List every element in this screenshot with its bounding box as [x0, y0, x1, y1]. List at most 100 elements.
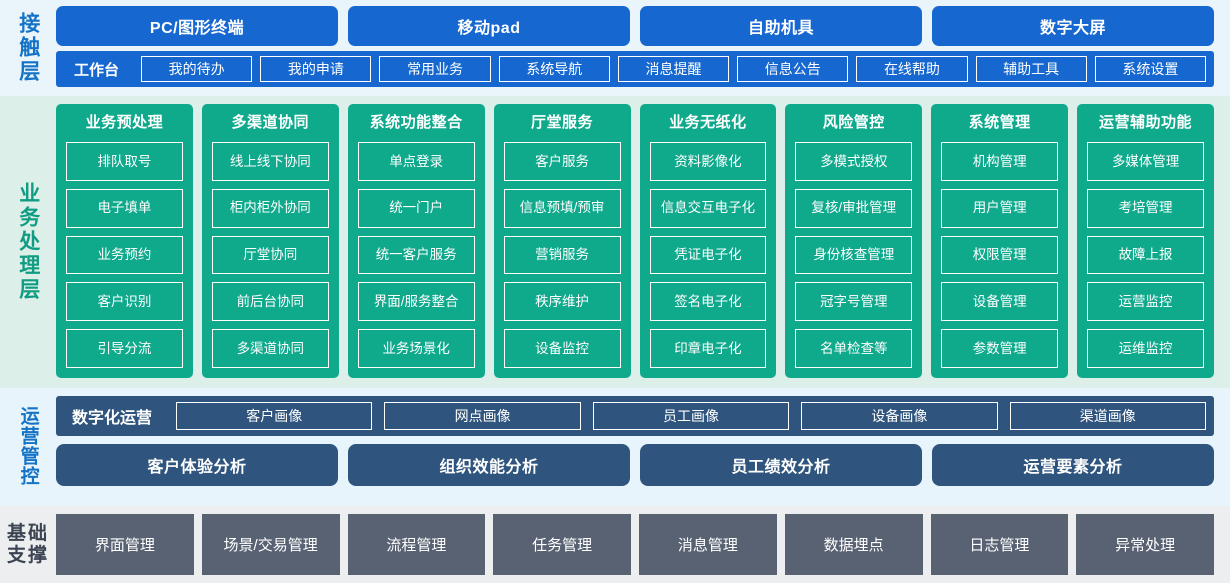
business-item[interactable]: 业务场景化 [357, 329, 475, 368]
business-item[interactable]: 印章电子化 [649, 329, 767, 368]
business-item[interactable]: 身份核查管理 [795, 235, 913, 275]
business-column-title: 风险管控 [822, 114, 885, 131]
workbench-item-my-application[interactable]: 我的申请 [260, 56, 372, 82]
business-item[interactable]: 设备管理 [941, 282, 1059, 322]
touch-layer-body: PC/图形终端 移动pad 自助机具 数字大屏 工作台 我的待办 我的申请 常用… [56, 6, 1230, 90]
business-item[interactable]: 名单检查等 [795, 329, 913, 368]
channel-pill-pc[interactable]: PC/图形终端 [56, 6, 338, 46]
foundation-item-message-management[interactable]: 消息管理 [639, 514, 777, 575]
foundation-item-exception-handling[interactable]: 异常处理 [1076, 514, 1214, 575]
business-column-system-integration: 系统功能整合 单点登录 统一门户 统一客户服务 界面/服务整合 业务场景化 [347, 104, 485, 378]
workbench-item-message-alert[interactable]: 消息提醒 [617, 56, 730, 82]
business-item[interactable]: 考培管理 [1087, 188, 1204, 228]
foundation-item-process-management[interactable]: 流程管理 [347, 514, 486, 575]
business-column-title: 系统功能整合 [369, 114, 463, 131]
business-item[interactable]: 冠字号管理 [795, 282, 913, 322]
digital-operations-bar: 数字化运营 客户画像 网点画像 员工画像 设备画像 渠道画像 [56, 396, 1214, 436]
business-item[interactable]: 机构管理 [941, 142, 1059, 181]
workbench-item-system-settings[interactable]: 系统设置 [1094, 56, 1206, 82]
foundation-item-task-management[interactable]: 任务管理 [493, 514, 631, 575]
business-item[interactable]: 参数管理 [941, 329, 1059, 368]
business-column-title: 系统管理 [968, 114, 1031, 131]
touch-layer-label-text: 接触层 [16, 12, 40, 84]
business-item[interactable]: 权限管理 [941, 235, 1059, 275]
foundation-layer-body: 界面管理 场景/交易管理 流程管理 任务管理 消息管理 数据埋点 日志管理 异常… [56, 514, 1230, 575]
business-column-title: 业务预处理 [85, 114, 164, 131]
business-item[interactable]: 复核/审批管理 [795, 188, 913, 228]
business-item[interactable]: 设备监控 [503, 329, 621, 368]
business-column-preprocessing: 业务预处理 排队取号 电子填单 业务预约 客户识别 引导分流 [56, 104, 193, 378]
operations-layer-label: 运营管控 [0, 396, 56, 496]
business-item[interactable]: 多模式授权 [795, 142, 913, 181]
business-item[interactable]: 故障上报 [1087, 235, 1204, 275]
portrait-employee[interactable]: 员工画像 [592, 402, 790, 430]
business-item[interactable]: 排队取号 [66, 142, 183, 181]
business-column-risk-control: 风险管控 多模式授权 复核/审批管理 身份核查管理 冠字号管理 名单检查等 [785, 104, 923, 378]
business-item[interactable]: 运营监控 [1087, 282, 1204, 322]
business-item[interactable]: 用户管理 [941, 188, 1059, 228]
foundation-layer-label: 基础支撑 [0, 514, 56, 575]
analysis-employee-performance[interactable]: 员工绩效分析 [640, 444, 922, 486]
business-item[interactable]: 资料影像化 [649, 142, 767, 181]
channel-pill-self-service[interactable]: 自助机具 [640, 6, 922, 46]
channel-pill-mobile-pad[interactable]: 移动pad [348, 6, 630, 46]
business-item[interactable]: 引导分流 [66, 329, 183, 368]
business-item[interactable]: 前后台协同 [211, 282, 329, 322]
portrait-branch[interactable]: 网点画像 [384, 402, 581, 430]
analysis-customer-experience[interactable]: 客户体验分析 [56, 444, 338, 486]
business-layer: 业务处理层 业务预处理 排队取号 电子填单 业务预约 客户识别 引导分流 多渠道… [0, 96, 1230, 388]
foundation-layer: 基础支撑 界面管理 场景/交易管理 流程管理 任务管理 消息管理 数据埋点 日志… [0, 506, 1230, 583]
business-item[interactable]: 电子填单 [66, 188, 183, 228]
business-item[interactable]: 多渠道协同 [211, 329, 329, 368]
touch-layer: 接触层 PC/图形终端 移动pad 自助机具 数字大屏 工作台 我的待办 我的申… [0, 0, 1230, 96]
business-item[interactable]: 信息交互电子化 [649, 188, 767, 228]
business-item[interactable]: 界面/服务整合 [357, 282, 475, 322]
channel-row: PC/图形终端 移动pad 自助机具 数字大屏 [56, 6, 1214, 46]
workbench-item-online-help[interactable]: 在线帮助 [856, 56, 968, 82]
analysis-operation-elements[interactable]: 运营要素分析 [932, 444, 1214, 486]
business-column-operation-support: 运营辅助功能 多媒体管理 考培管理 故障上报 运营监控 运维监控 [1077, 104, 1214, 378]
workbench-item-common-business[interactable]: 常用业务 [379, 56, 491, 82]
workbench-item-information-notice[interactable]: 信息公告 [737, 56, 849, 82]
business-item[interactable]: 客户识别 [66, 282, 183, 322]
foundation-item-scenario-transaction[interactable]: 场景/交易管理 [201, 514, 340, 575]
foundation-item-ui-management[interactable]: 界面管理 [56, 514, 194, 575]
business-column-multichannel: 多渠道协同 线上线下协同 柜内柜外协同 厅堂协同 前后台协同 多渠道协同 [201, 104, 339, 378]
business-item[interactable]: 单点登录 [357, 142, 475, 181]
business-column-title: 运营辅助功能 [1099, 114, 1193, 131]
business-item[interactable]: 秩序维护 [503, 282, 621, 322]
business-item[interactable]: 凭证电子化 [649, 235, 767, 275]
business-item[interactable]: 统一门户 [357, 188, 475, 228]
business-item[interactable]: 签名电子化 [649, 282, 767, 322]
portrait-customer[interactable]: 客户画像 [176, 402, 373, 430]
analysis-organizational-efficiency[interactable]: 组织效能分析 [348, 444, 630, 486]
business-item[interactable]: 线上线下协同 [211, 142, 329, 181]
foundation-layer-label-text: 基础支撑 [6, 523, 49, 566]
workbench-title: 工作台 [74, 61, 120, 79]
channel-pill-digital-screen[interactable]: 数字大屏 [932, 6, 1214, 46]
business-item[interactable]: 营销服务 [503, 235, 621, 275]
operations-layer: 运营管控 数字化运营 客户画像 网点画像 员工画像 设备画像 渠道画像 客户体验… [0, 388, 1230, 506]
business-item[interactable]: 业务预约 [66, 235, 183, 275]
foundation-item-log-management[interactable]: 日志管理 [930, 514, 1069, 575]
business-item[interactable]: 柜内柜外协同 [211, 188, 329, 228]
business-column-title: 业务无纸化 [669, 114, 747, 131]
business-column-lobby-service: 厅堂服务 客户服务 信息预填/预审 营销服务 秩序维护 设备监控 [493, 104, 631, 378]
workbench-bar: 工作台 我的待办 我的申请 常用业务 系统导航 消息提醒 信息公告 在线帮助 辅… [56, 51, 1214, 87]
business-item[interactable]: 厅堂协同 [211, 235, 329, 275]
business-item[interactable]: 运维监控 [1087, 329, 1204, 368]
business-column-system-management: 系统管理 机构管理 用户管理 权限管理 设备管理 参数管理 [931, 104, 1069, 378]
workbench-item-system-navigation[interactable]: 系统导航 [498, 56, 610, 82]
business-item[interactable]: 多媒体管理 [1087, 142, 1204, 181]
touch-layer-label: 接触层 [0, 6, 56, 90]
workbench-item-auxiliary-tools[interactable]: 辅助工具 [975, 56, 1087, 82]
analysis-row: 客户体验分析 组织效能分析 员工绩效分析 运营要素分析 [56, 444, 1214, 486]
portrait-device[interactable]: 设备画像 [801, 402, 998, 430]
workbench-item-my-todo[interactable]: 我的待办 [141, 56, 253, 82]
business-item[interactable]: 客户服务 [503, 142, 621, 181]
portrait-channel[interactable]: 渠道画像 [1009, 402, 1206, 430]
business-item[interactable]: 统一客户服务 [357, 235, 475, 275]
foundation-item-data-tracking[interactable]: 数据埋点 [784, 514, 923, 575]
business-item[interactable]: 信息预填/预审 [503, 188, 621, 228]
